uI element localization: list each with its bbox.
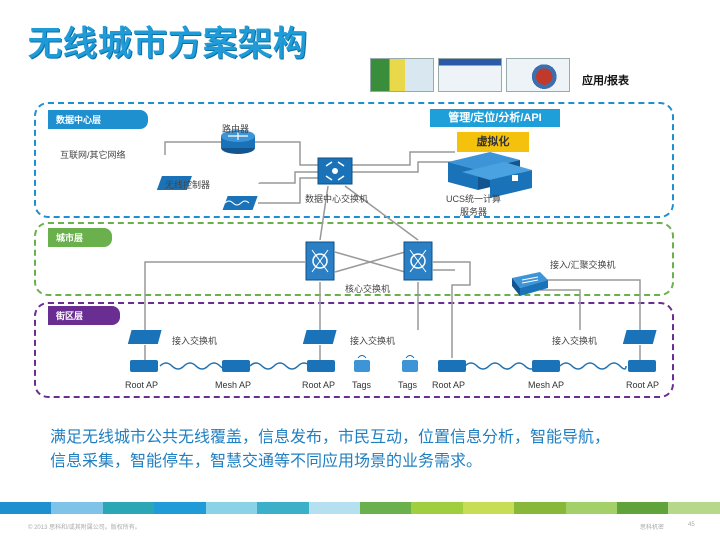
city-zone-tag: 城市层 bbox=[48, 228, 112, 247]
ucs-label: UCS统一计算 服务器 bbox=[446, 194, 502, 217]
apps-label: 应用/报表 bbox=[582, 75, 630, 87]
footer-color-segment bbox=[257, 502, 309, 514]
access-switch-label-2: 接入交换机 bbox=[350, 336, 396, 346]
app-thumbnail-dashboard bbox=[438, 58, 502, 92]
app-thumbnail-map bbox=[370, 58, 434, 92]
ap-label: Mesh AP bbox=[528, 380, 565, 390]
core-switch-label: 核心交换机 bbox=[345, 284, 391, 294]
ap-label: Root AP bbox=[432, 380, 466, 390]
footer-color-segment bbox=[205, 502, 258, 514]
internet-label: 互联网/其它网络 bbox=[60, 150, 126, 160]
footer-color-segment bbox=[411, 502, 463, 514]
dc-switch-label: 数据中心交换机 bbox=[305, 194, 369, 204]
ap-label: Root AP bbox=[626, 380, 660, 390]
footer-color-segment bbox=[617, 502, 669, 514]
footer-confidential: 思科机密 bbox=[640, 525, 665, 531]
access-point-icons bbox=[130, 360, 656, 372]
access-agg-label: 接入/汇聚交换机 bbox=[550, 260, 616, 270]
datacenter-switch-icon bbox=[317, 157, 353, 185]
page-number: 45 bbox=[688, 522, 695, 528]
access-switch-label-1: 接入交换机 bbox=[172, 336, 218, 346]
footer-color-segment bbox=[565, 502, 618, 514]
app-thumbnail-report bbox=[506, 58, 570, 92]
ap-label: Tags bbox=[398, 380, 418, 390]
street-zone-tag: 街区层 bbox=[48, 306, 120, 325]
mgmt-label: 管理/定位/分析/API bbox=[430, 109, 560, 127]
access-switch-label-3: 接入交换机 bbox=[552, 336, 598, 346]
wireless-controller-icon bbox=[156, 176, 260, 210]
footer-color-segment bbox=[308, 502, 360, 514]
footer-color-segment bbox=[154, 502, 206, 514]
router-label: 路由器 bbox=[222, 124, 250, 134]
access-switch-icon bbox=[127, 330, 657, 344]
link-lines bbox=[144, 141, 641, 360]
footer-color-segment bbox=[514, 502, 566, 514]
router-icon bbox=[221, 130, 255, 154]
footer-color-segment bbox=[102, 502, 155, 514]
caption-line: 满足无线城市公共无线覆盖，信息发布，市民互动，位置信息分析，智能导航， bbox=[50, 429, 611, 446]
footer-copyright: © 2013 思科和/或其附属公司。版权所有。 bbox=[28, 525, 141, 531]
datacenter-zone bbox=[34, 102, 674, 218]
footer-color-segment bbox=[51, 502, 103, 514]
footer-color-segment bbox=[462, 502, 515, 514]
core-switch-icon bbox=[305, 241, 433, 281]
page-title: 无线城市方案架构 bbox=[28, 25, 308, 63]
tag-icons bbox=[354, 355, 418, 372]
caption-line: 信息采集，智能停车，智慧交通等不同应用场景的业务需求。 bbox=[50, 453, 483, 470]
footer-color-bar bbox=[0, 502, 720, 514]
virtualization-label: 虚拟化 bbox=[457, 132, 529, 152]
footer-color-segment bbox=[0, 502, 52, 514]
city-zone bbox=[34, 222, 674, 296]
ap-label: Root AP bbox=[125, 380, 159, 390]
aggregation-switch-icon bbox=[512, 272, 548, 296]
ap-label: Mesh AP bbox=[215, 380, 252, 390]
street-zone bbox=[34, 302, 674, 398]
datacenter-zone-tag: 数据中心层 bbox=[48, 110, 148, 129]
footer-color-segment bbox=[359, 502, 412, 514]
ucs-server-icon bbox=[448, 152, 532, 198]
wlc-label: 无线控制器 bbox=[165, 180, 211, 190]
footer-color-segment bbox=[668, 502, 720, 514]
ap-label: Tags bbox=[352, 380, 372, 390]
ap-label: Root AP bbox=[302, 380, 336, 390]
caption: 满足无线城市公共无线覆盖，信息发布，市民互动，位置信息分析，智能导航， 信息采集… bbox=[50, 426, 700, 474]
